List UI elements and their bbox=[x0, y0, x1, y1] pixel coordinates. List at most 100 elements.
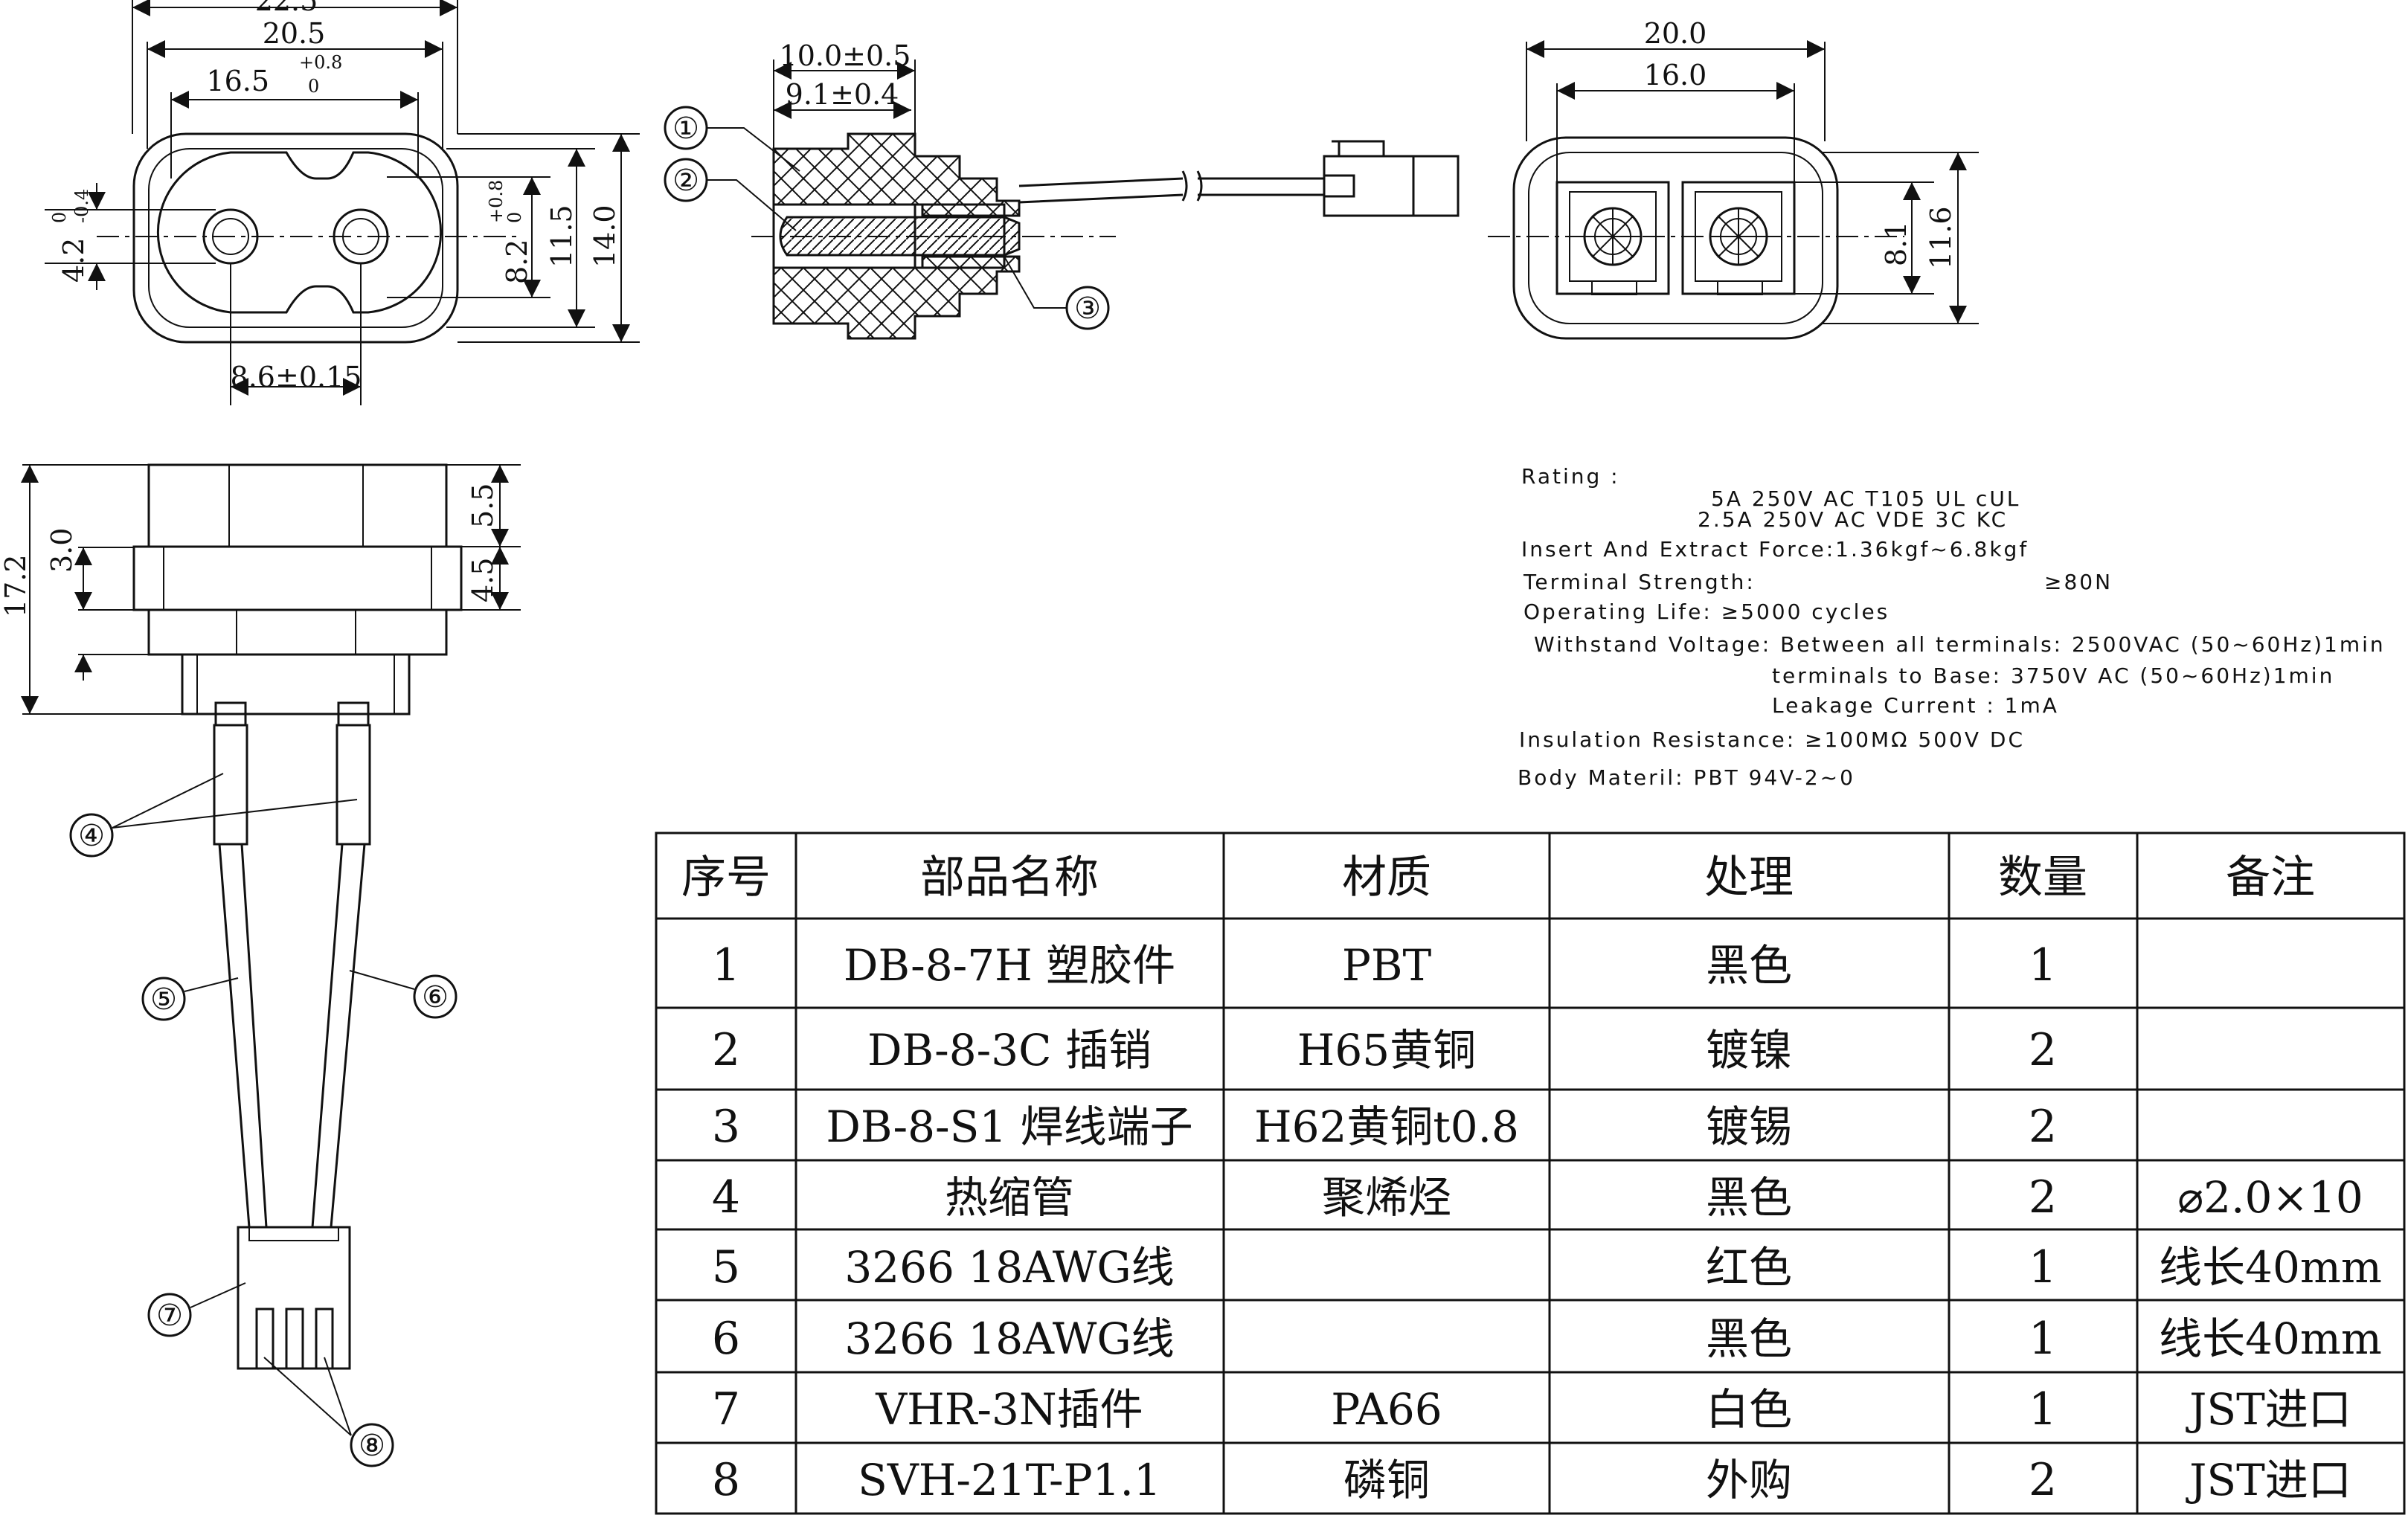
spec-insulation-resistance: Insulation Resistance: ≥100MΩ 500V DC bbox=[1519, 727, 2025, 752]
spec-terminal-strength-label: Terminal Strength: bbox=[1523, 570, 1756, 594]
table-row: 4 热缩管 聚烯烃 黑色 2 ⌀2.0×10 bbox=[712, 1171, 2363, 1223]
bom-cell: 3 bbox=[712, 1101, 740, 1153]
front-view: 22.5 20.5 16.5 +0.8 0 4.2 0 -0.4 bbox=[45, 0, 640, 405]
bom-cell: 热缩管 bbox=[945, 1172, 1074, 1223]
bom-cell: ⌀2.0×10 bbox=[2177, 1172, 2363, 1223]
bom-cell: 6 bbox=[712, 1313, 740, 1365]
bom-cell: 1 bbox=[2029, 1313, 2057, 1365]
bom-cell: 线长40mm bbox=[2159, 1242, 2382, 1293]
bom-cell: 7 bbox=[712, 1383, 740, 1435]
callout-3: ③ bbox=[1074, 292, 1101, 326]
dim-top: 5.5 bbox=[466, 483, 499, 528]
spec-block: Rating : 5A 250V AC T105 UL cUL 2.5A 250… bbox=[1518, 464, 2386, 790]
bom-cell: SVH-21T-P1.1 bbox=[858, 1455, 1161, 1505]
bom-header-remarks: 备注 bbox=[2226, 852, 2315, 904]
dim-rear-height-inner: 8.1 bbox=[1880, 222, 1913, 266]
callout-5: ⑤ bbox=[150, 982, 177, 1017]
bom-cell: 4 bbox=[712, 1171, 740, 1223]
bom-cell: 8 bbox=[712, 1454, 740, 1506]
spec-terminal-strength-value: ≥80N bbox=[2044, 570, 2113, 594]
spec-operating-life: Operating Life: ≥5000 cycles bbox=[1524, 599, 1890, 624]
table-row: 5 3266 18AWG线 红色 1 线长40mm bbox=[712, 1241, 2382, 1293]
callout-1: ① bbox=[672, 112, 699, 146]
bom-cell: 镀镍 bbox=[1706, 1025, 1792, 1075]
bom-cell: 聚烯烃 bbox=[1322, 1172, 1451, 1223]
callout-8: ⑧ bbox=[359, 1429, 385, 1463]
dim-pin-left-tol-upper: 0 bbox=[49, 212, 70, 223]
dim-pin-left: 4.2 bbox=[57, 238, 90, 283]
bom-cell: 2 bbox=[2029, 1454, 2057, 1506]
section-view: 10.0±0.5 9.1±0.4 ① ② ③ bbox=[664, 39, 1460, 340]
dim-section-second: 9.1±0.4 bbox=[786, 78, 899, 111]
spec-terminals-to-base: terminals to Base: 3750V AC (50~60Hz)1mi… bbox=[1772, 663, 2334, 688]
bom-cell: 白色 bbox=[1706, 1384, 1792, 1435]
dim-height-center: 8.2 bbox=[501, 239, 533, 284]
dim-rear-height-outer: 11.6 bbox=[1924, 206, 1957, 269]
bom-cell: PBT bbox=[1342, 940, 1432, 991]
dim-rear-width-inner: 16.0 bbox=[1644, 59, 1707, 91]
bom-cell: 红色 bbox=[1706, 1242, 1792, 1293]
bom-cell: DB-8-3C 插销 bbox=[867, 1025, 1152, 1075]
dim-total-height: 17.2 bbox=[0, 554, 32, 617]
spec-leakage-current: Leakage Current : 1mA bbox=[1772, 693, 2059, 718]
bom-cell: 黑色 bbox=[1706, 940, 1792, 991]
bom-cell: H65黄铜 bbox=[1297, 1025, 1476, 1075]
spec-withstand-voltage: Withstand Voltage: Between all terminals… bbox=[1534, 632, 2386, 657]
spec-body-material: Body Materil: PBT 94V-2~0 bbox=[1518, 765, 1855, 790]
table-row: 2 DB-8-3C 插销 H65黄铜 镀镍 2 bbox=[712, 1024, 2057, 1076]
bom-cell: 2 bbox=[2029, 1171, 2057, 1223]
bom-cell: 镀锡 bbox=[1706, 1101, 1792, 1152]
bom-cell: 3266 18AWG线 bbox=[844, 1313, 1174, 1364]
table-row: 6 3266 18AWG线 黑色 1 线长40mm bbox=[712, 1313, 2382, 1365]
dim-flange: 4.5 bbox=[466, 558, 499, 602]
dim-height-outer: 14.0 bbox=[588, 205, 621, 268]
dim-width-center-tol-upper: +0.8 bbox=[299, 52, 342, 73]
bom-header-part-name: 部品名称 bbox=[920, 852, 1099, 904]
dim-height-inner: 11.5 bbox=[545, 205, 578, 268]
table-row: 8 SVH-21T-P1.1 磷铜 外购 2 JST进口 bbox=[712, 1454, 2351, 1506]
bom-header-qty: 数量 bbox=[1998, 852, 2087, 904]
table-row: 1 DB-8-7H 塑胶件 PBT 黑色 1 bbox=[712, 939, 2057, 991]
bom-cell: 2 bbox=[2029, 1101, 2057, 1153]
bom-cell: 3266 18AWG线 bbox=[844, 1242, 1174, 1293]
spec-rating-line1: 5A 250V AC T105 UL cUL bbox=[1711, 486, 2020, 511]
callout-7: ⑦ bbox=[156, 1299, 183, 1333]
dim-section-top: 10.0±0.5 bbox=[780, 39, 911, 72]
dim-height-center-tol-lower: 0 bbox=[504, 212, 525, 223]
bom-cell: 线长40mm bbox=[2159, 1313, 2382, 1364]
dim-width-inner: 20.5 bbox=[263, 17, 326, 50]
bom-cell: 磷铜 bbox=[1343, 1455, 1430, 1505]
bom-table: 序号 部品名称 材质 处理 数量 备注 1 DB-8-7H 塑胶件 PBT 黑色… bbox=[655, 832, 2406, 1515]
dim-width-center-tol-lower: 0 bbox=[308, 76, 319, 97]
bom-header-treatment: 处理 bbox=[1704, 852, 1794, 904]
bom-header-no: 序号 bbox=[681, 852, 771, 904]
bom-cell: 1 bbox=[2029, 1383, 2057, 1435]
bom-cell: 1 bbox=[2029, 1241, 2057, 1293]
bom-cell: JST进口 bbox=[2186, 1455, 2351, 1505]
bom-cell: H62黄铜t0.8 bbox=[1254, 1101, 1519, 1152]
bom-cell: 黑色 bbox=[1706, 1172, 1792, 1223]
bom-cell: 1 bbox=[2029, 939, 2057, 991]
spec-rating-line2: 2.5A 250V AC VDE 3C KC bbox=[1698, 507, 2008, 532]
callout-4: ④ bbox=[78, 819, 105, 853]
dim-width-center: 16.5 bbox=[206, 65, 269, 97]
callout-6: ⑥ bbox=[422, 980, 449, 1014]
table-row: 3 DB-8-S1 焊线端子 H62黄铜t0.8 镀锡 2 bbox=[712, 1101, 2057, 1153]
callout-2: ② bbox=[672, 164, 699, 198]
bom-header-material: 材质 bbox=[1342, 852, 1431, 904]
spec-insert-force: Insert And Extract Force:1.36kgf~6.8kgf bbox=[1521, 537, 2029, 562]
side-view: 17.2 3.0 5.5 4.5 bbox=[0, 463, 521, 1467]
bom-header-row: 序号 部品名称 材质 处理 数量 备注 bbox=[681, 852, 2315, 904]
dim-pin-left-tol-lower: -0.4 bbox=[71, 189, 92, 223]
dim-rear-width-outer: 20.0 bbox=[1644, 17, 1707, 50]
rear-view: 20.0 16.0 8.1 11. bbox=[1488, 17, 1979, 340]
dim-pin-pitch: 8.6±0.15 bbox=[231, 361, 362, 393]
table-row: 7 VHR-3N插件 PA66 白色 1 JST进口 bbox=[712, 1383, 2351, 1435]
bom-cell: 2 bbox=[712, 1024, 740, 1076]
bom-cell: DB-8-7H 塑胶件 bbox=[844, 940, 1175, 991]
bom-cell: DB-8-S1 焊线端子 bbox=[826, 1101, 1192, 1152]
bom-cell: JST进口 bbox=[2186, 1384, 2351, 1435]
bom-cell: VHR-3N插件 bbox=[875, 1384, 1143, 1435]
bom-cell: 2 bbox=[2029, 1024, 2057, 1076]
